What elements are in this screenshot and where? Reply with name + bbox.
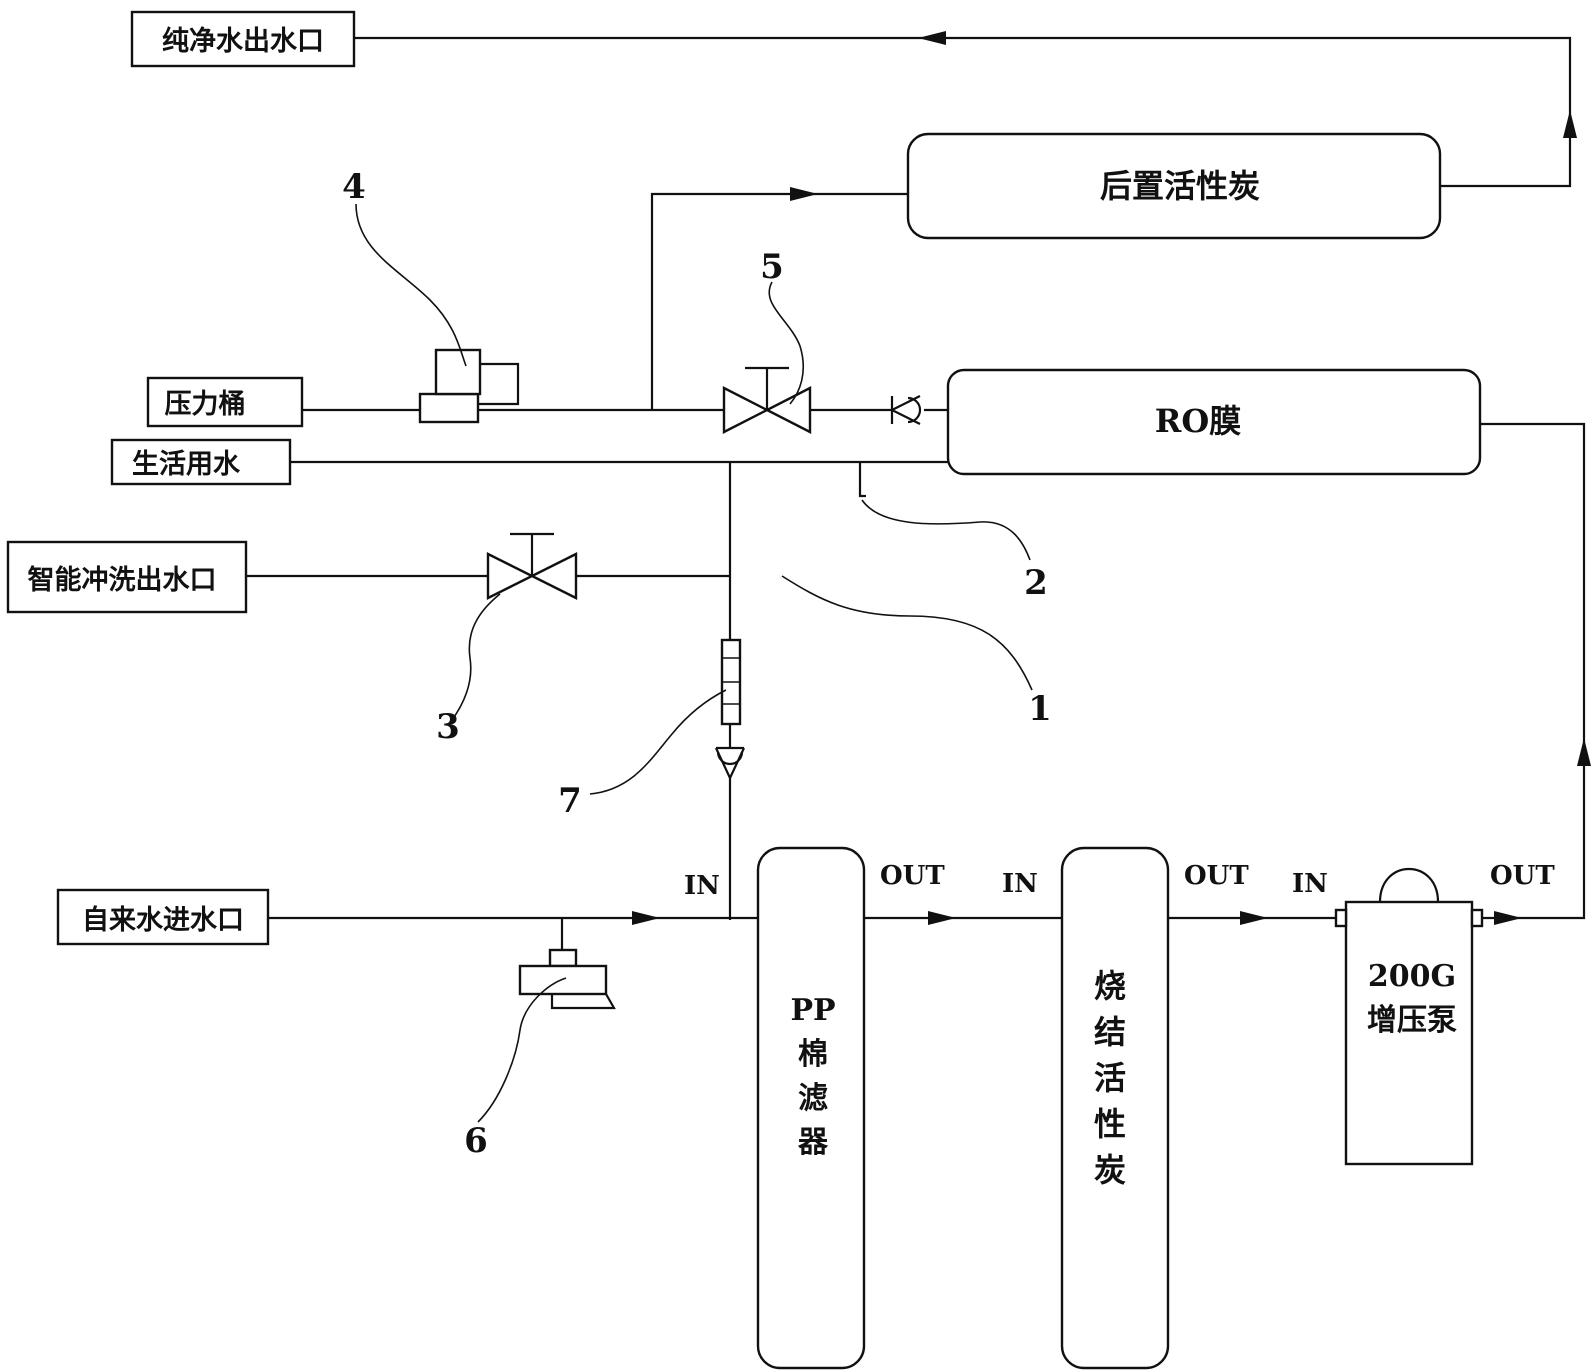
leader-6 [477, 977, 567, 1123]
domestic-water-box: 生活用水 [110, 438, 292, 486]
pump-in-label: IN [1292, 869, 1328, 899]
pump-out-label: OUT [1490, 861, 1555, 891]
leader-3 [451, 593, 501, 721]
pump-model-label: 200G [1368, 959, 1456, 994]
arrow-to-post-carbon [790, 187, 818, 201]
flush-outlet-box: 智能冲洗出水口 [6, 540, 248, 614]
tap-inlet-box: 自来水进水口 [56, 888, 270, 946]
leader-7 [589, 689, 727, 795]
arrow-pp-out [928, 911, 956, 925]
arrow-carbon-out [1240, 911, 1268, 925]
flush-outlet-label: 智能冲洗出水口 [28, 564, 217, 596]
leader-4 [355, 203, 467, 367]
valve-5 [722, 366, 812, 434]
check-valve-ro [890, 395, 922, 425]
pipe-ro-to-pump [1480, 422, 1586, 920]
pressure-tank-box: 压力桶 [146, 376, 304, 428]
callout-3: 3 [436, 707, 460, 747]
post-carbon-filter: 后置活性炭 [906, 132, 1442, 240]
callout-5: 5 [760, 247, 784, 287]
sintered-carbon-text-1: 结 [1094, 1013, 1126, 1051]
sensor-2 [858, 462, 866, 498]
sintered-carbon-text-4: 炭 [1094, 1151, 1126, 1189]
pure-water-outlet-label: 纯净水出水口 [162, 25, 324, 57]
pp-filter-text-3: 器 [797, 1125, 829, 1160]
check-valve-vertical [715, 746, 745, 779]
carbon-in-label: IN [1002, 869, 1038, 899]
sintered-carbon-text-2: 活 [1094, 1059, 1126, 1097]
leader-1 [781, 575, 1033, 691]
pump-name-label: 增压泵 [1367, 1003, 1457, 1038]
arrow-up-right-column [1563, 110, 1577, 138]
pressure-switch-6 [518, 918, 616, 1010]
flow-meter-7 [720, 638, 742, 726]
pp-cotton-filter: PP 棉 滤 器 [756, 846, 866, 1370]
callout-1: 1 [1028, 689, 1052, 729]
pp-filter-text-1: 棉 [798, 1037, 828, 1072]
sintered-carbon-text-0: 烧 [1094, 967, 1126, 1005]
callout-7: 7 [558, 781, 582, 821]
solenoid-valve-4 [418, 348, 520, 424]
pp-out-label: OUT [880, 861, 945, 891]
pressure-tank-label: 压力桶 [165, 389, 246, 420]
valve-3 [486, 532, 578, 600]
booster-pump: 200G 增压泵 [1334, 868, 1484, 1166]
leader-2 [861, 499, 1031, 561]
post-carbon-label: 后置活性炭 [1100, 167, 1260, 205]
arrow-up-pump-column [1577, 738, 1591, 766]
leader-5 [768, 281, 804, 405]
arrow-pure-water-left [918, 31, 946, 45]
pipe-to-post-carbon [650, 192, 908, 410]
arrow-tap-inlet [632, 911, 660, 925]
arrow-pump-out [1494, 911, 1522, 925]
callout-6: 6 [464, 1121, 488, 1161]
pure-water-outlet-box: 纯净水出水口 [130, 10, 356, 68]
ro-membrane: RO膜 [946, 368, 1482, 476]
pp-filter-text-0: PP [790, 993, 835, 1028]
callout-2: 2 [1024, 563, 1048, 603]
sintered-carbon-filter: 烧 结 活 性 炭 [1060, 846, 1170, 1370]
tap-inlet-label: 自来水进水口 [82, 904, 244, 936]
callout-4: 4 [342, 167, 366, 207]
sintered-carbon-text-3: 性 [1094, 1105, 1126, 1143]
pp-in-label: IN [684, 871, 720, 901]
carbon-out-label: OUT [1184, 861, 1249, 891]
ro-membrane-label: RO膜 [1155, 402, 1241, 440]
pp-filter-text-2: 滤 [798, 1081, 828, 1116]
domestic-water-label: 生活用水 [132, 449, 241, 480]
